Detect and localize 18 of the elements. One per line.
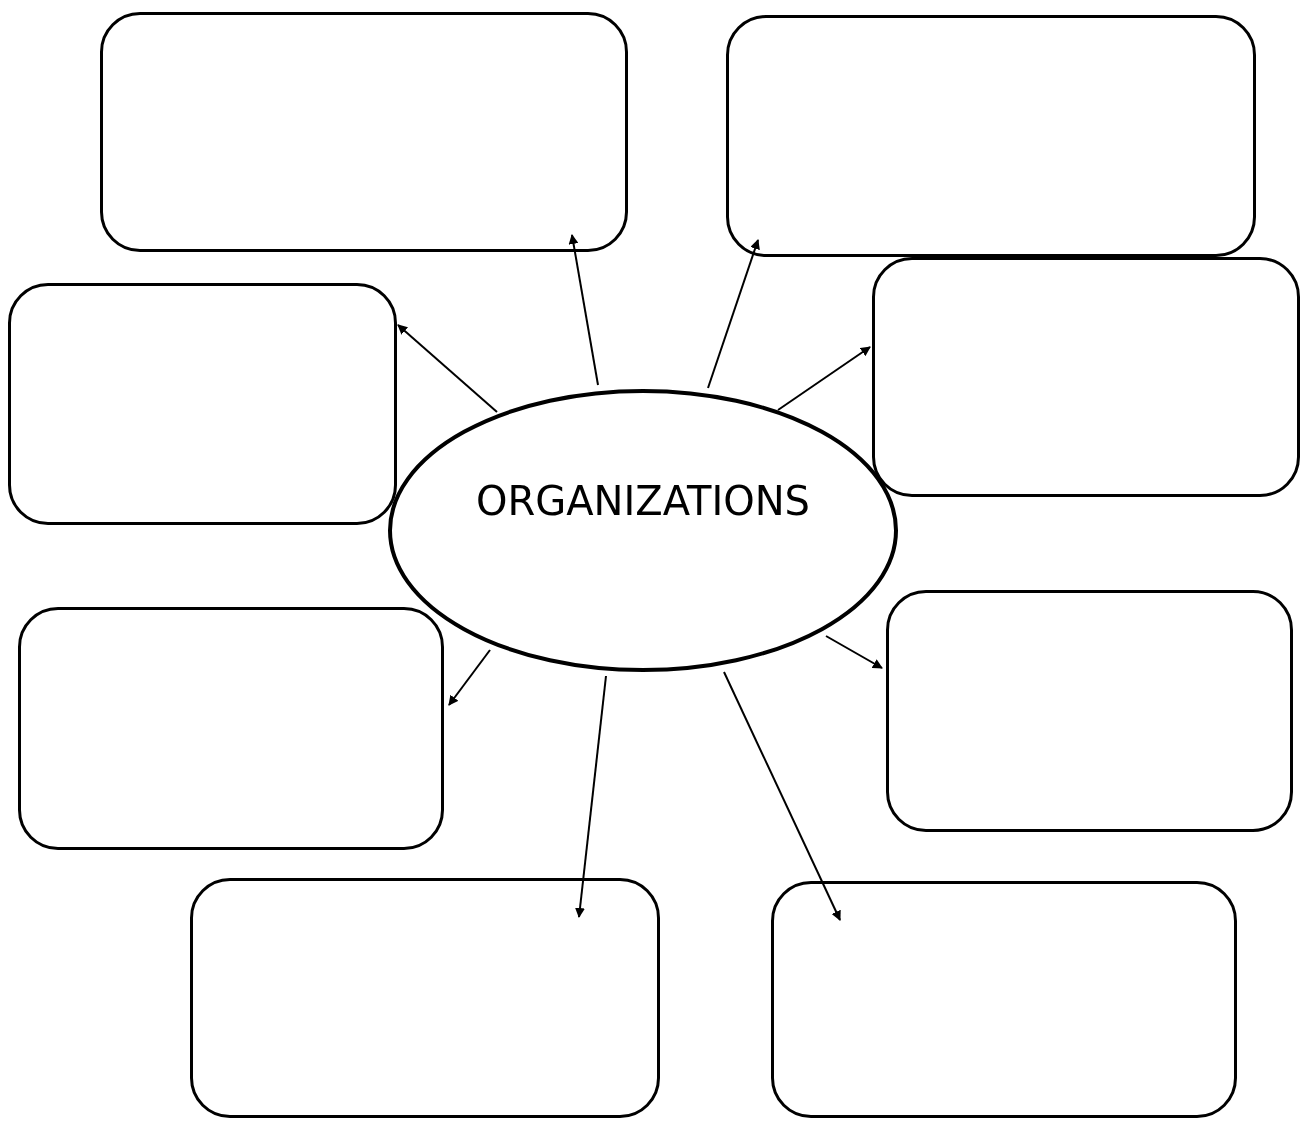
arrow bbox=[397, 324, 498, 413]
arrow bbox=[568, 234, 599, 386]
empty-box bbox=[8, 283, 397, 525]
empty-box bbox=[771, 881, 1237, 1118]
arrow bbox=[448, 649, 491, 706]
arrow bbox=[825, 635, 883, 669]
empty-box bbox=[726, 15, 1256, 257]
empty-box bbox=[872, 257, 1300, 497]
empty-box bbox=[190, 878, 660, 1118]
topic-label: ORGANIZATIONS bbox=[475, 477, 810, 524]
empty-box bbox=[886, 590, 1293, 832]
arrow bbox=[777, 346, 871, 411]
arrow bbox=[575, 675, 607, 918]
empty-box bbox=[100, 12, 628, 252]
empty-box bbox=[18, 607, 444, 850]
arrow bbox=[707, 239, 760, 389]
arrow bbox=[723, 671, 841, 921]
central-ellipse bbox=[387, 388, 899, 673]
